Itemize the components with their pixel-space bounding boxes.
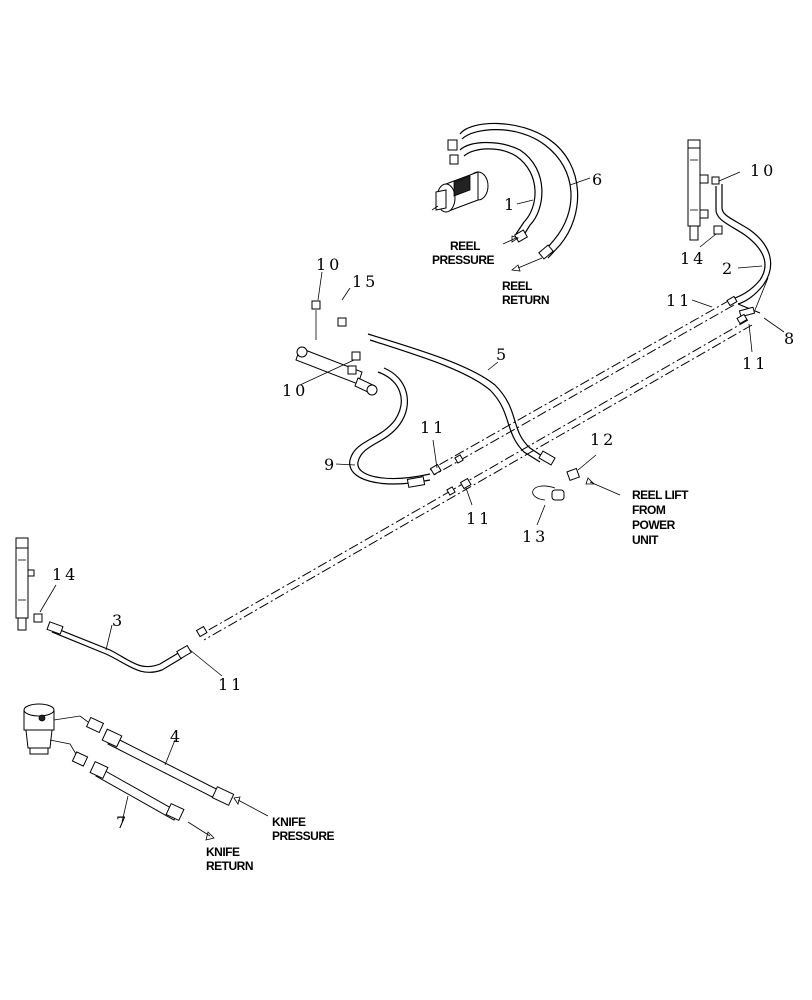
callout-11: 11 — [420, 418, 446, 437]
callout-11: 11 — [742, 354, 768, 373]
steel-line-lower — [199, 319, 749, 636]
hose-2 — [715, 186, 766, 299]
callout-10: 10 — [282, 381, 308, 400]
hose-1 — [459, 141, 543, 239]
knife-motor — [23, 703, 55, 755]
callout-9: 9 — [324, 455, 337, 474]
steel-line-upper — [429, 299, 731, 471]
reel-lift-cylinder-right — [687, 139, 709, 241]
callout-11: 11 — [218, 675, 244, 694]
callout-3: 3 — [112, 611, 125, 630]
reel-lift-cylinder-center — [295, 346, 378, 396]
callout-2: 2 — [722, 259, 735, 278]
callout-12: 12 — [590, 430, 616, 449]
label-reel-pressure: REEL PRESSURE — [432, 239, 495, 267]
hose-9 — [349, 371, 431, 485]
callout-8: 8 — [784, 329, 797, 348]
callout-14: 14 — [680, 249, 706, 268]
label-knife-pressure: KNIFE PRESSURE — [272, 815, 335, 843]
callout-4: 4 — [170, 727, 183, 746]
hose-3 — [49, 625, 181, 668]
label-reel-lift: REEL LIFT FROM POWER UNIT — [632, 488, 691, 547]
callout-15: 15 — [352, 272, 378, 291]
label-reel-return: REEL RETURN — [502, 279, 549, 307]
callout-13: 13 — [522, 527, 548, 546]
reel-lift-cylinder-left — [15, 537, 35, 631]
callout-14: 14 — [52, 565, 78, 584]
hose-4 — [107, 735, 231, 805]
callout-7: 7 — [116, 813, 129, 832]
hose-5 — [367, 333, 546, 459]
label-knife-return: KNIFE RETURN — [206, 845, 253, 873]
callout-6: 6 — [592, 170, 605, 189]
hose-6 — [459, 122, 579, 259]
callout-11: 11 — [666, 291, 692, 310]
hose-7 — [95, 767, 179, 821]
callout-11: 11 — [466, 509, 492, 528]
callout-10: 10 — [750, 161, 776, 180]
reel-motor — [431, 171, 489, 213]
callout-1: 1 — [504, 195, 517, 214]
callout-10: 10 — [316, 255, 342, 274]
callout-5: 5 — [496, 345, 509, 364]
